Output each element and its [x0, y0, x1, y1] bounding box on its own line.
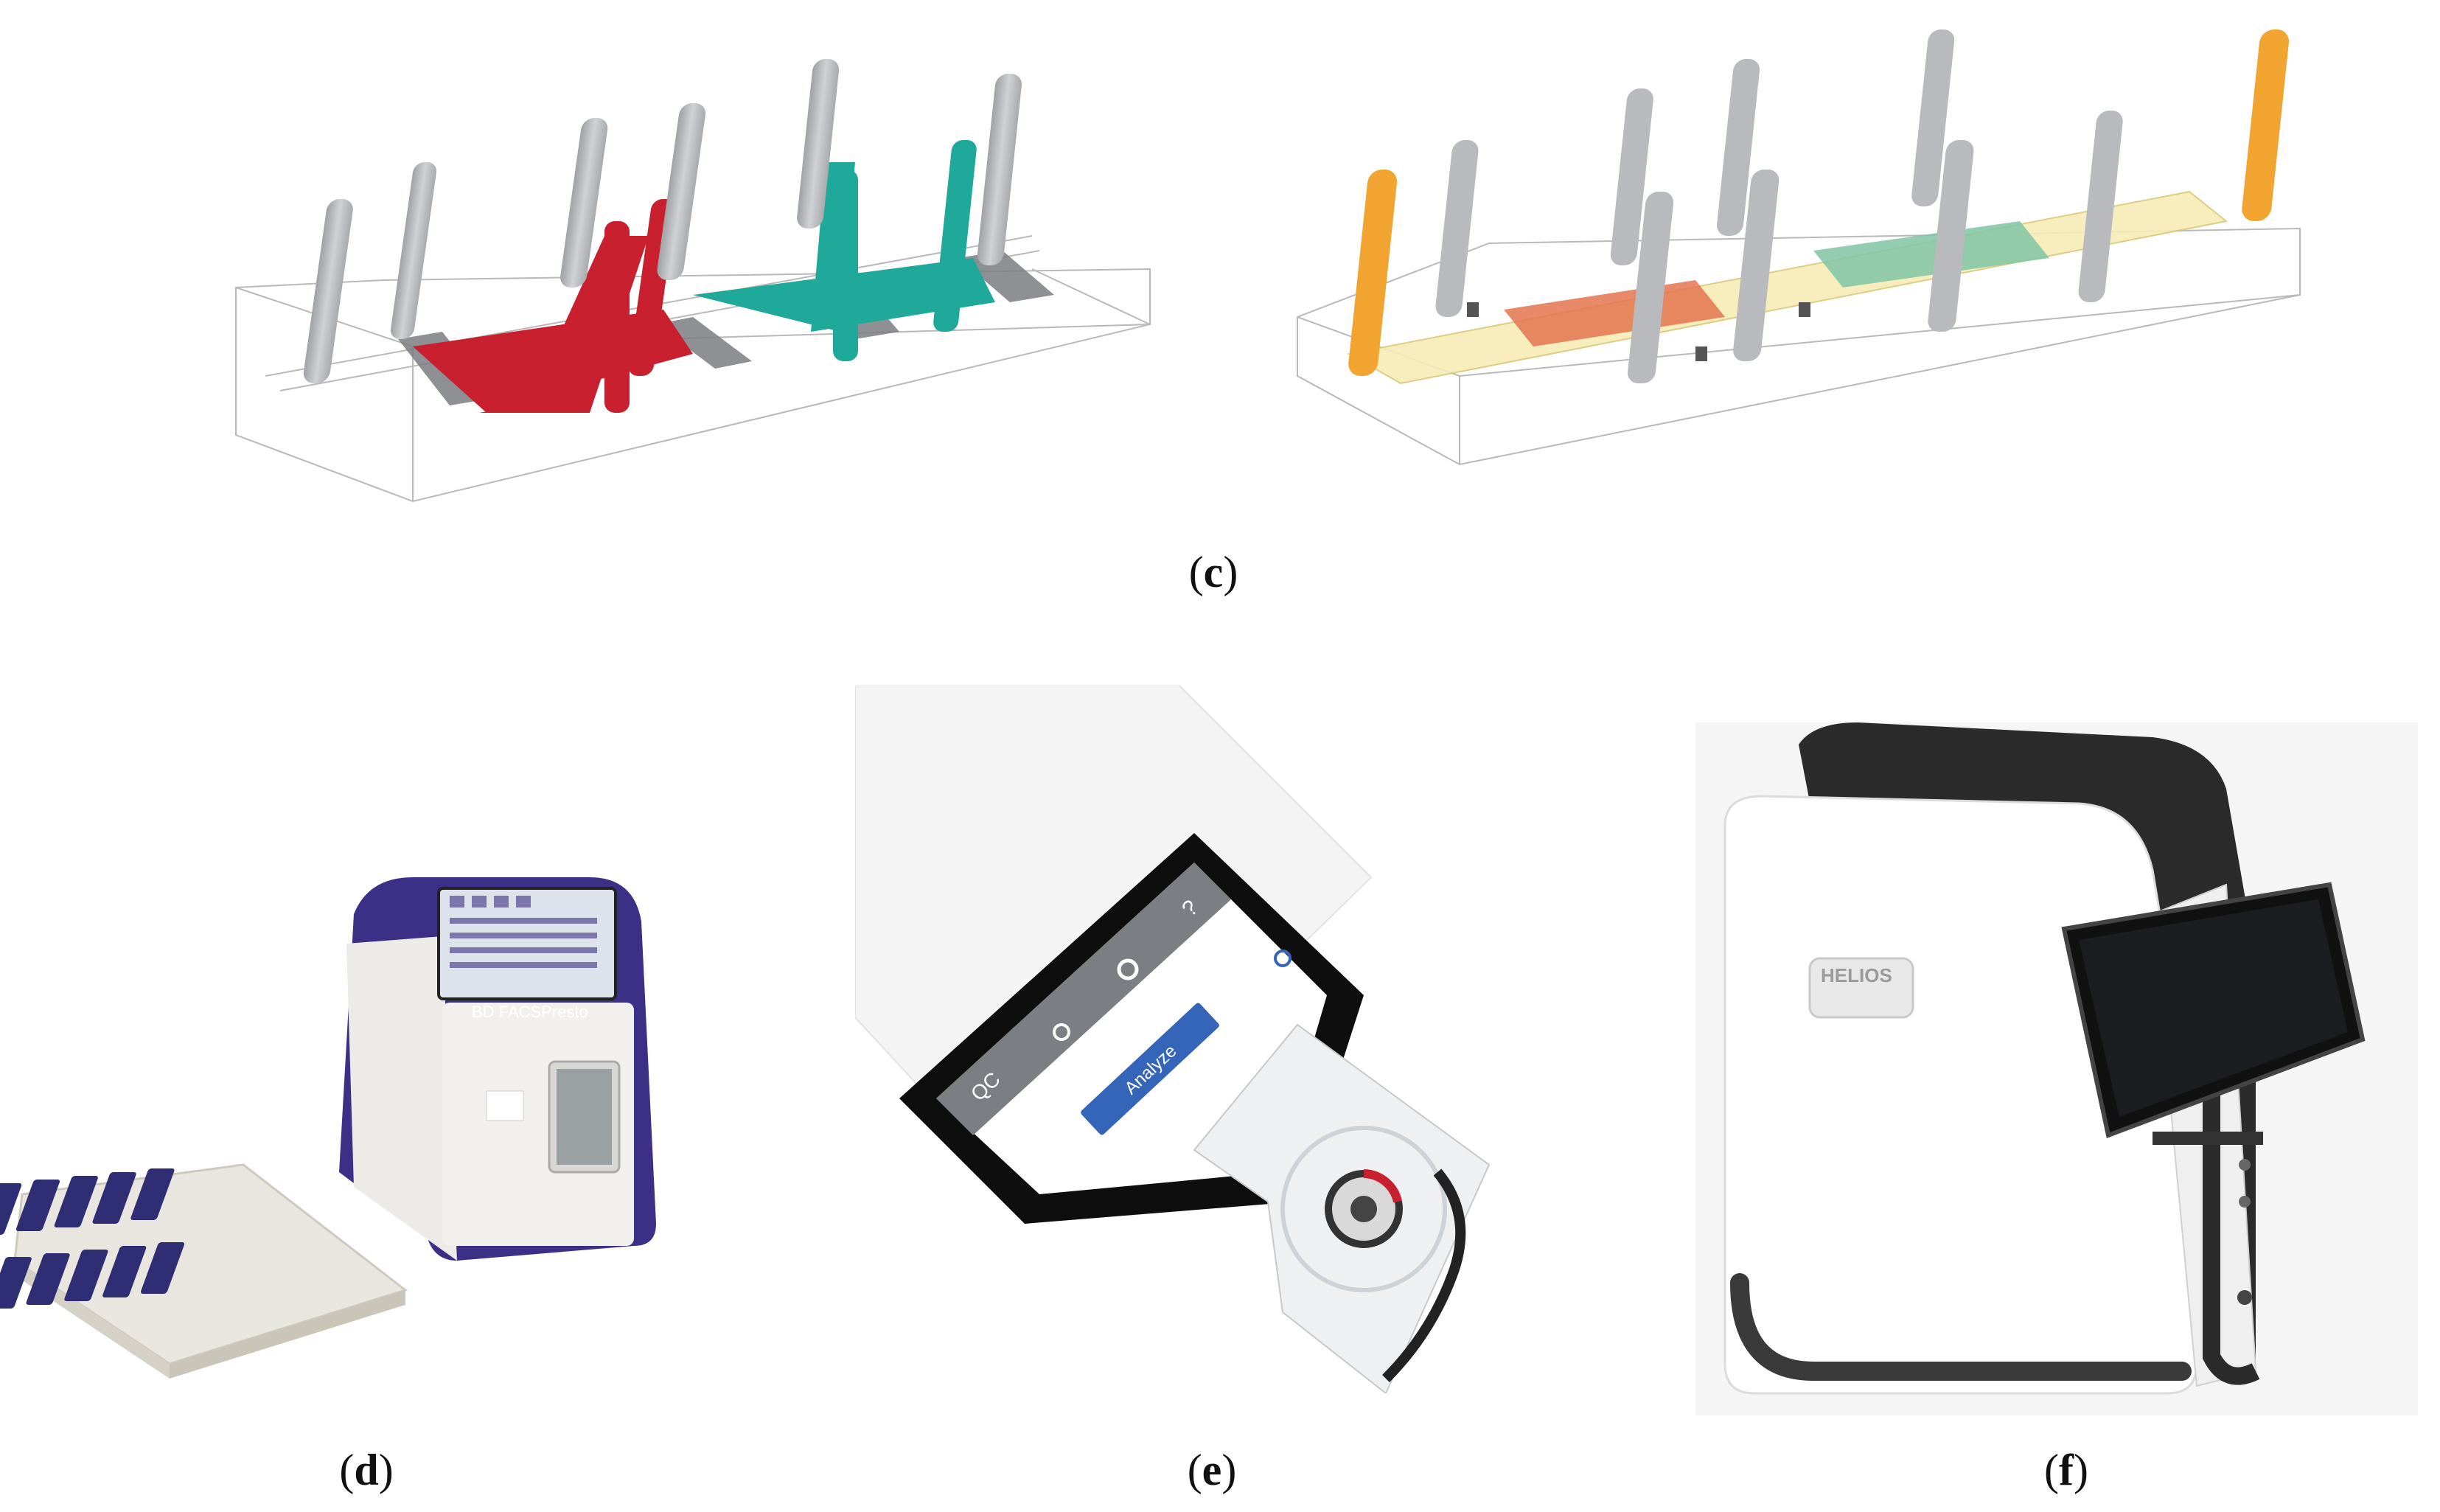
facspresto-brand: BD FACSPresto — [472, 1003, 588, 1021]
helios-brand: HELIOS — [1821, 964, 1892, 986]
gray-pillars-right — [1435, 29, 2123, 383]
search-icon[interactable] — [1053, 1023, 1070, 1041]
panel-e-analyzer-device: QC ? Analyze — [855, 686, 1563, 1393]
caption-e: (e) — [1138, 1445, 1286, 1496]
gear-icon[interactable] — [1117, 958, 1139, 980]
caption-e-open: ( — [1187, 1446, 1202, 1494]
cartridge-tray — [0, 1163, 408, 1379]
cartridges — [0, 1168, 185, 1309]
facspresto-svg: BD FACSPresto — [0, 877, 656, 1379]
caption-e-close: ) — [1221, 1446, 1237, 1494]
channel-diagram-left-svg — [235, 59, 1151, 503]
analyzer-toolbar — [936, 863, 1231, 1135]
orange-pillar-right — [2242, 29, 2290, 221]
caption-f-close: ) — [2073, 1446, 2088, 1494]
red-pillar-1 — [604, 221, 630, 413]
panel-d-facspresto-device: BD FACSPresto — [0, 848, 708, 1408]
helios-button-2[interactable] — [2239, 1196, 2251, 1208]
orange-pillar-left — [1348, 170, 1398, 376]
panel-f-helios-device: HELIOS — [1695, 722, 2418, 1430]
caption-c-open: ( — [1188, 548, 1204, 596]
helios-handle — [1808, 957, 1914, 1019]
helios-button-1[interactable] — [2239, 1159, 2251, 1171]
facspresto-screen — [437, 887, 617, 1000]
power-icon[interactable] — [1274, 950, 1292, 967]
caption-e-letter: e — [1202, 1446, 1222, 1494]
panel-c-left-channel-diagram — [221, 15, 1179, 516]
caption-d-close: ) — [378, 1446, 394, 1494]
caption-c-close: ) — [1223, 548, 1238, 596]
teal-pillar-1 — [833, 170, 858, 361]
caption-f: (f) — [1993, 1445, 2140, 1496]
caption-d-open: ( — [339, 1446, 355, 1494]
panel-c-right-channel-diagram — [1283, 7, 2329, 509]
screen-icons — [450, 896, 597, 968]
facspresto-body — [339, 877, 656, 1261]
teal-pillar-2 — [933, 140, 977, 332]
caption-d-letter: d — [354, 1446, 379, 1494]
caption-c-letter: c — [1203, 548, 1224, 596]
helios-svg: HELIOS — [1695, 722, 2418, 1415]
helios-button-3[interactable] — [2237, 1290, 2252, 1305]
analyzer-svg: QC ? Analyze — [855, 686, 1491, 1393]
sample-disc — [1280, 1126, 1447, 1292]
gray-pillars — [303, 59, 1022, 383]
caption-c: (c) — [1140, 547, 1287, 598]
caption-f-letter: f — [2059, 1446, 2074, 1494]
caption-f-open: ( — [2044, 1446, 2059, 1494]
orange-fill-region — [1504, 280, 1725, 346]
green-fill-region — [1813, 221, 2049, 288]
chip-outline-right — [1297, 227, 2301, 466]
caption-d: (d) — [293, 1445, 440, 1496]
channel-diagram-right-svg — [1297, 29, 2301, 466]
